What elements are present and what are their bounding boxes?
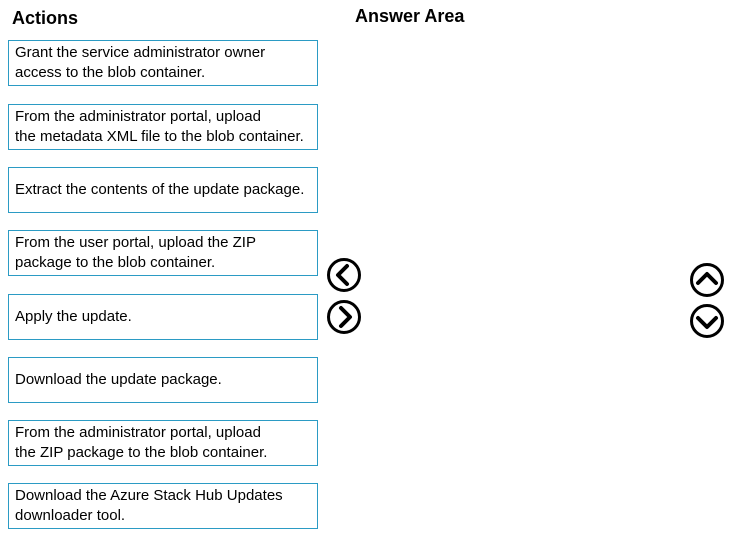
move-right-button[interactable] [326, 299, 362, 335]
action-item-label: Apply the update. [15, 308, 132, 325]
chevron-left-circle-icon [327, 258, 361, 292]
move-down-button[interactable] [689, 303, 725, 339]
action-item-label: From the administrator portal, upload th… [15, 108, 304, 145]
action-item[interactable]: Download the update package. [8, 357, 318, 403]
action-item[interactable]: Extract the contents of the update packa… [8, 167, 318, 213]
action-item[interactable]: From the administrator portal, upload th… [8, 420, 318, 466]
action-item-label: Extract the contents of the update packa… [15, 181, 305, 198]
chevron-up-circle-icon [690, 263, 724, 297]
move-up-button[interactable] [689, 262, 725, 298]
action-item-label: From the administrator portal, upload th… [15, 424, 268, 461]
action-item[interactable]: Download the Azure Stack Hub Updates dow… [8, 483, 318, 529]
actions-heading: Actions [12, 8, 79, 28]
action-item-label: Grant the service administrator owner ac… [15, 44, 266, 81]
action-item-label: From the user portal, upload the ZIP pac… [15, 234, 256, 271]
answer-area-dropzone[interactable] [352, 34, 674, 530]
action-item-label: Download the Azure Stack Hub Updates dow… [15, 487, 283, 524]
chevron-right-circle-icon [327, 300, 361, 334]
action-item[interactable]: From the administrator portal, upload th… [8, 104, 318, 150]
action-item[interactable]: Apply the update. [8, 294, 318, 340]
action-item[interactable]: Grant the service administrator owner ac… [8, 40, 318, 86]
answer-area-heading: Answer Area [355, 6, 465, 26]
move-left-button[interactable] [326, 257, 362, 293]
action-item-label: Download the update package. [15, 371, 222, 388]
action-item[interactable]: From the user portal, upload the ZIP pac… [8, 230, 318, 276]
chevron-down-circle-icon [690, 304, 724, 338]
